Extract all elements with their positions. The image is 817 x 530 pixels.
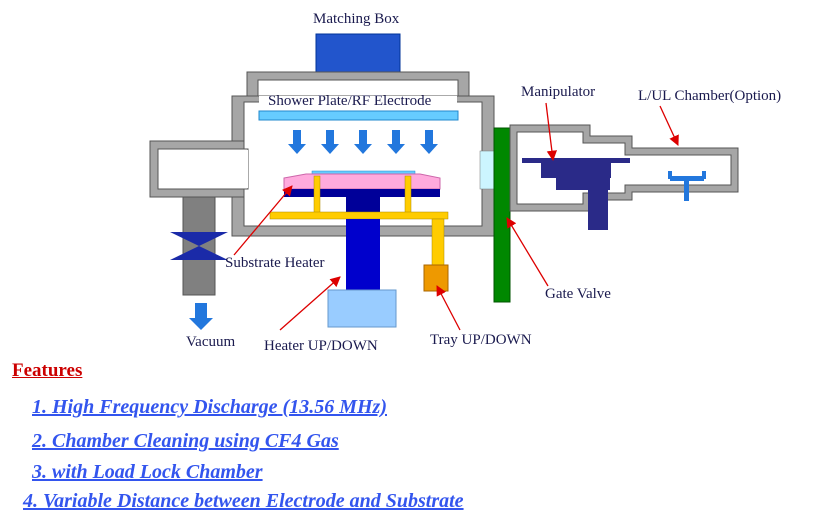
tray-bar: [269, 211, 449, 220]
tray-rod: [431, 218, 445, 268]
right-port-window: [479, 150, 495, 190]
tray-updown-pointer: [436, 285, 461, 331]
feature-item-3: 3. with Load Lock Chamber: [32, 461, 263, 483]
tray-pin-right: [404, 175, 412, 215]
manipulator-shaft: [588, 188, 608, 230]
label-lul-chamber: L/UL Chamber(Option): [638, 88, 782, 104]
feature-item-2: 2. Chamber Cleaning using CF4 Gas: [32, 430, 339, 452]
gate-valve-pointer: [506, 217, 549, 287]
substrate-heater-pointer: [233, 185, 293, 256]
gate-valve: [493, 127, 511, 303]
tray-pin-left: [313, 175, 321, 215]
label-vacuum: Vacuum: [186, 334, 236, 350]
feature-item-4: 4. Variable Distance between Electrode a…: [23, 490, 464, 512]
left-port-inner: [157, 148, 249, 190]
label-gate-valve: Gate Valve: [545, 286, 611, 302]
features-title: Features: [12, 360, 83, 381]
vacuum-valve: [170, 232, 228, 246]
label-manipulator: Manipulator: [521, 84, 596, 100]
heater-drive-box: [327, 289, 397, 328]
lul-chamber-pointer: [659, 105, 679, 146]
label-tray-updown: Tray UP/DOWN: [430, 332, 532, 348]
matching-box: [315, 33, 401, 75]
label-matching-box: Matching Box: [313, 11, 400, 27]
manipulator-arm-rail: [522, 158, 630, 163]
heater-base: [284, 189, 440, 197]
heater-updown-pointer: [279, 276, 341, 331]
vacuum-pipe: [182, 196, 216, 296]
label-shower-plate: Shower Plate/RF Electrode: [268, 93, 432, 109]
vacuum-arrow: [189, 303, 213, 330]
gas-flow-arrows: [288, 130, 438, 154]
pecvd-system-diagram: [149, 33, 739, 331]
tray-drive-box: [423, 264, 449, 292]
feature-item-1: 1. High Frequency Discharge (13.56 MHz): [32, 396, 387, 418]
label-heater-updown: Heater UP/DOWN: [264, 338, 378, 354]
lul-holder-stem: [684, 181, 689, 201]
heater-shaft: [346, 219, 380, 291]
shower-plate-electrode: [258, 110, 459, 121]
manipulator-block-lower: [556, 178, 610, 190]
lul-holder-top: [670, 176, 704, 181]
manipulator-pointer: [545, 102, 558, 162]
label-substrate-heater: Substrate Heater: [225, 255, 325, 271]
manipulator-block-upper: [541, 163, 611, 178]
substrate-heater-plate: [283, 173, 441, 190]
